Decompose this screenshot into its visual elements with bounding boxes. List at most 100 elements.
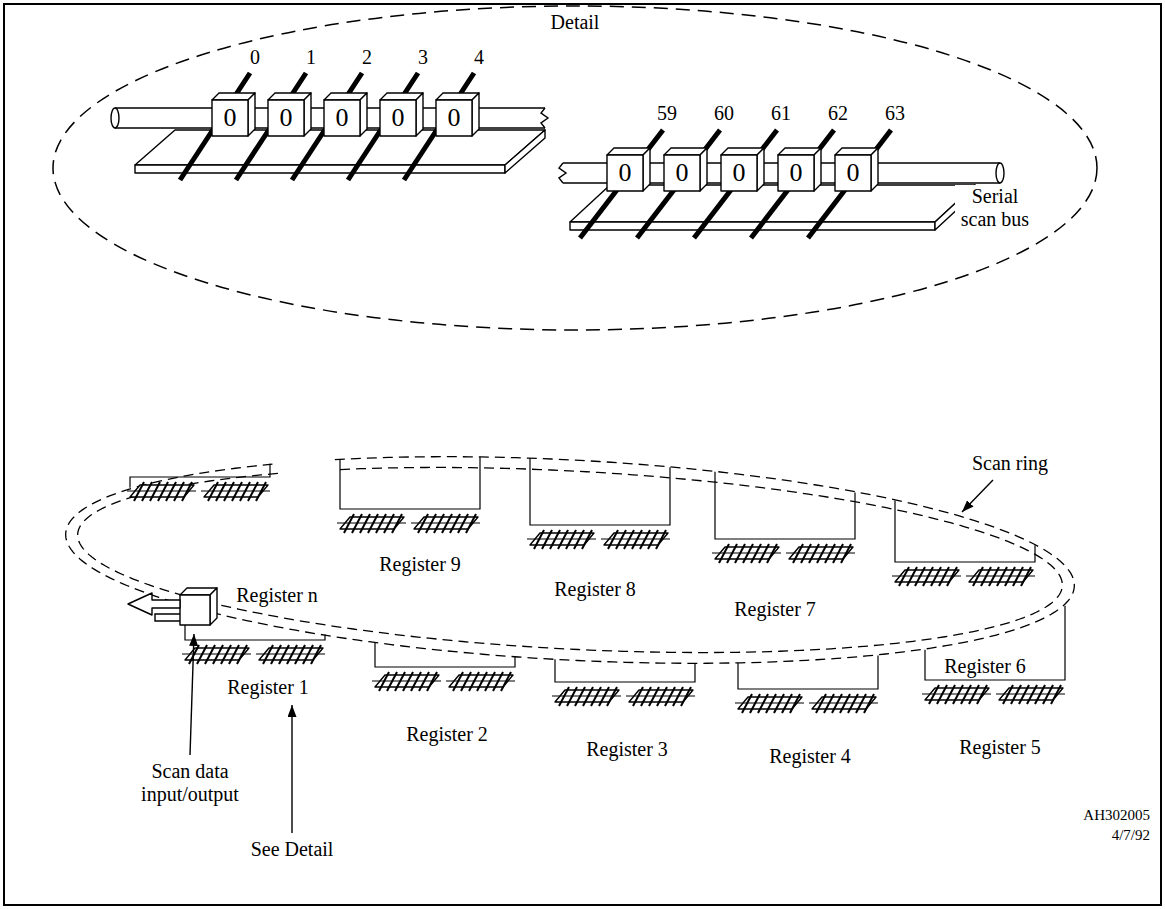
drawing-number: AH302005 [1081, 806, 1152, 824]
cube-side-face [757, 148, 764, 191]
bit-index: 3 [416, 46, 430, 69]
bus-label: Serial scan bus [955, 185, 1035, 231]
bit-value: 0 [731, 158, 748, 188]
callout-label-holder: See Detail [249, 838, 336, 861]
cube-side-face [416, 93, 423, 136]
bit-value-holder: 0 [778, 155, 814, 191]
register-bit-line [427, 672, 437, 691]
cube-front-face [324, 100, 360, 136]
bit-wire [808, 130, 891, 238]
scan-bit-cell: 0 [778, 148, 821, 191]
bit-value-holder: 0 [835, 155, 871, 191]
register-label: Register 8 [552, 578, 638, 601]
register-label-holder: Register 7 [732, 598, 818, 621]
bit-index-holder: 2 [360, 46, 374, 69]
scan-bus-rod-end [996, 163, 1004, 183]
leader-arrow [962, 480, 993, 512]
bit-index-holder: 0 [248, 46, 262, 69]
cube-front-face [268, 100, 304, 136]
bit-index-holder: 61 [769, 102, 793, 125]
register-bit-line [311, 645, 321, 664]
bit-index: 63 [883, 102, 907, 125]
detail-illustration [111, 73, 1004, 238]
register-bit-line [767, 544, 777, 563]
io-label: Scan data input/output [124, 760, 256, 806]
register-bit-line [947, 567, 957, 586]
scan-bit-cell: 0 [212, 93, 255, 136]
cube-front-face [778, 155, 814, 191]
register-tap-line [340, 457, 480, 509]
register-bus [527, 538, 596, 539]
register-tap-line [738, 655, 878, 689]
bit-index: 62 [826, 102, 850, 125]
bus-label-holder: Serial scan bus [955, 185, 1035, 231]
bit-index-holder: 63 [883, 102, 907, 125]
cube-outline [835, 148, 878, 191]
scan-bit-cell: 0 [380, 93, 423, 136]
register-bus [892, 575, 961, 576]
register-label-holder: Register 9 [377, 553, 463, 576]
output-arrow [128, 593, 180, 615]
cube-side-face [643, 148, 650, 191]
register-label-holder: Register 1 [225, 676, 311, 699]
circuit-board-edge [505, 130, 545, 173]
register-bit-line [681, 687, 691, 706]
callout-label: See Detail [249, 838, 336, 861]
heading-holder: Detail [549, 11, 602, 34]
register-bus [552, 695, 621, 696]
register-label-holder: Register 8 [552, 578, 638, 601]
detail-oval-line [53, 6, 1097, 330]
bit-index: 1 [304, 46, 318, 69]
drawing-date-holder: 4/7/92 [1110, 826, 1152, 844]
register-label-holder: Register n [234, 584, 320, 607]
register-symbol [527, 458, 670, 549]
scan-bit-cell: 0 [268, 93, 311, 136]
cube-outline [664, 148, 707, 191]
register-bit-line [790, 694, 800, 713]
register-bus [201, 490, 270, 491]
cube-outline [436, 93, 479, 136]
cube-outline [268, 93, 311, 136]
cube-front-face [380, 100, 416, 136]
register-bit-line [841, 544, 851, 563]
bit-index-holder: 3 [416, 46, 430, 69]
cube-outline [380, 93, 423, 136]
cube-front-face [721, 155, 757, 191]
bit-index: 2 [360, 46, 374, 69]
scan-bus-break [541, 108, 548, 128]
register-tap-line [375, 642, 515, 667]
bit-index-holder: 4 [472, 46, 486, 69]
bit-value-holder: 0 [380, 100, 416, 136]
leader-arrow [190, 634, 194, 755]
register-symbol [712, 472, 855, 563]
register-bus [372, 680, 441, 681]
register-bus [601, 538, 670, 539]
bit-value-holder: 0 [324, 100, 360, 136]
register-symbol [735, 655, 878, 713]
register-label: Register 4 [767, 745, 853, 768]
cube-side-face [248, 93, 255, 136]
register-bus [786, 552, 855, 553]
cube-outline [778, 148, 821, 191]
bit-index-holder: 62 [826, 102, 850, 125]
register-label: Register 5 [957, 736, 1043, 759]
cube-outline [607, 148, 650, 191]
bit-value-holder: 0 [212, 100, 248, 136]
scan-bit-cell: 0 [664, 148, 707, 191]
detail-oval-outline [50, 3, 1100, 333]
bit-index-holder: 1 [304, 46, 318, 69]
register-bit-line [977, 685, 987, 704]
register-label: Register 1 [225, 676, 311, 699]
bit-value: 0 [278, 103, 295, 133]
register-bit-line [182, 482, 192, 501]
cube-side-face [304, 93, 311, 136]
bit-value: 0 [617, 158, 634, 188]
io-label-holder: Scan data input/output [124, 760, 256, 806]
register-label-holder: Register 2 [404, 723, 490, 746]
register-label: Register 7 [732, 598, 818, 621]
scan-bit-cell: 0 [607, 148, 650, 191]
scan-ring-inner [78, 467, 1063, 652]
cube-outline [721, 148, 764, 191]
scan-bit-cell: 0 [835, 148, 878, 191]
cube-side-face [360, 93, 367, 136]
